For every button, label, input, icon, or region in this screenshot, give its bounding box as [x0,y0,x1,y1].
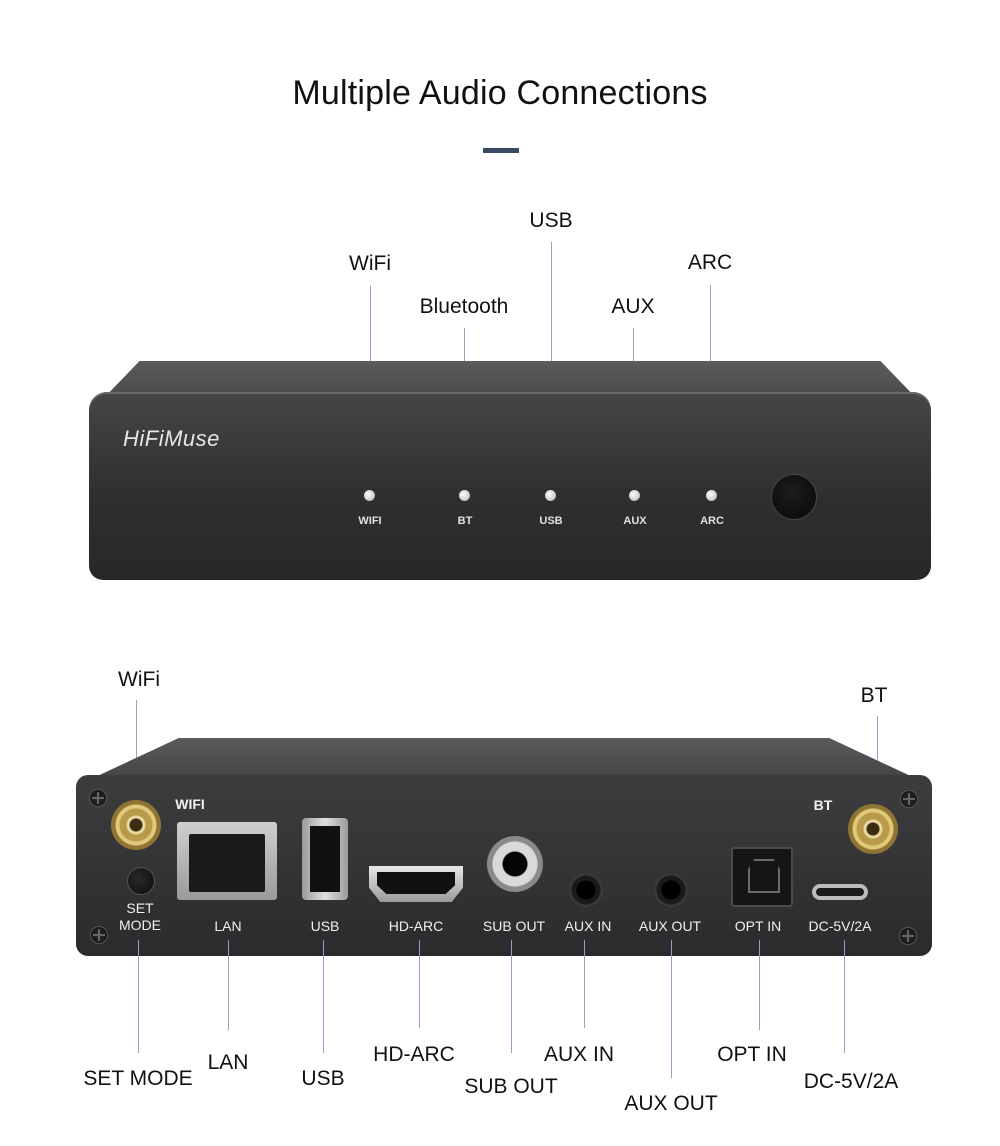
callout-front-aux: AUX [611,295,655,318]
led-label-aux: AUX [623,515,647,527]
callout-hd-arc: HD-ARC [373,1043,455,1066]
callout-front-usb: USB [529,209,573,232]
panel-label-set: SET [126,900,154,916]
leader-aux-in [584,940,585,1028]
leader-usb [323,940,324,1053]
screw-icon [900,790,918,808]
set-mode-button-icon [127,867,155,895]
screw-icon [899,927,917,945]
panel-label-usb: USB [310,918,340,934]
led-label-usb: USB [539,515,563,527]
callout-lan: LAN [207,1051,249,1074]
leader-hd-arc [419,940,420,1028]
callout-sub-out: SUB OUT [464,1075,558,1098]
panel-label-sub-out: SUB OUT [482,918,546,934]
bt-antenna-connector-icon [848,804,898,854]
leader-front-usb [551,242,552,466]
callout-dc: DC-5V/2A [803,1070,899,1093]
led-label-arc: ARC [700,515,724,527]
led-label-bt: BT [457,515,473,527]
callout-aux-in: AUX IN [543,1043,615,1066]
leader-lan [228,940,229,1030]
wifi-antenna-connector-icon [111,800,161,850]
led-label-wifi: WIFI [358,515,382,527]
callout-usb: USB [301,1067,345,1090]
leader-set-mode [138,940,139,1053]
callout-front-bluetooth: Bluetooth [419,295,509,318]
panel-label-wifi: WIFI [175,796,205,812]
screw-icon [90,926,108,944]
panel-label-bt: BT [813,797,833,813]
brand-logo: HiFiMuse [123,426,220,451]
callout-rear-wifi: WiFi [118,668,160,691]
sub-out-rca-jack-icon [487,836,543,892]
leader-opt-in [759,940,760,1030]
callout-front-arc: ARC [687,251,733,274]
power-button-icon [771,474,817,520]
wifi-led-icon [364,490,375,501]
arc-led-icon [706,490,717,501]
panel-label-opt-in: OPT IN [734,918,782,934]
aux-in-jack-icon [569,873,603,907]
usb-port-icon [302,818,348,900]
panel-label-lan: LAN [214,918,242,934]
callout-set-mode: SET MODE [83,1067,193,1090]
aux-led-icon [629,490,640,501]
hdmi-arc-port-slot [377,872,455,894]
bt-led-icon [459,490,470,501]
usb-c-power-port-icon [812,884,868,900]
callout-opt-in: OPT IN [717,1043,787,1066]
title-underline [483,148,519,153]
lan-port-icon [177,822,277,900]
screw-icon [89,789,107,807]
optical-in-port-icon [731,847,793,907]
leader-sub-out [511,940,512,1053]
usb-led-icon [545,490,556,501]
panel-label-aux-out: AUX OUT [638,918,702,934]
callout-rear-bt: BT [860,684,888,707]
callout-aux-out: AUX OUT [624,1092,718,1115]
panel-label-hd-arc: HD-ARC [388,918,444,934]
callout-front-wifi: WiFi [349,252,391,275]
panel-label-aux-in: AUX IN [564,918,612,934]
aux-out-jack-icon [654,873,688,907]
page-title: Multiple Audio Connections [292,74,708,112]
leader-aux-out [671,940,672,1078]
leader-dc [844,940,845,1053]
panel-label-dc: DC-5V/2A [808,918,872,934]
panel-label-mode: MODE [119,917,161,933]
